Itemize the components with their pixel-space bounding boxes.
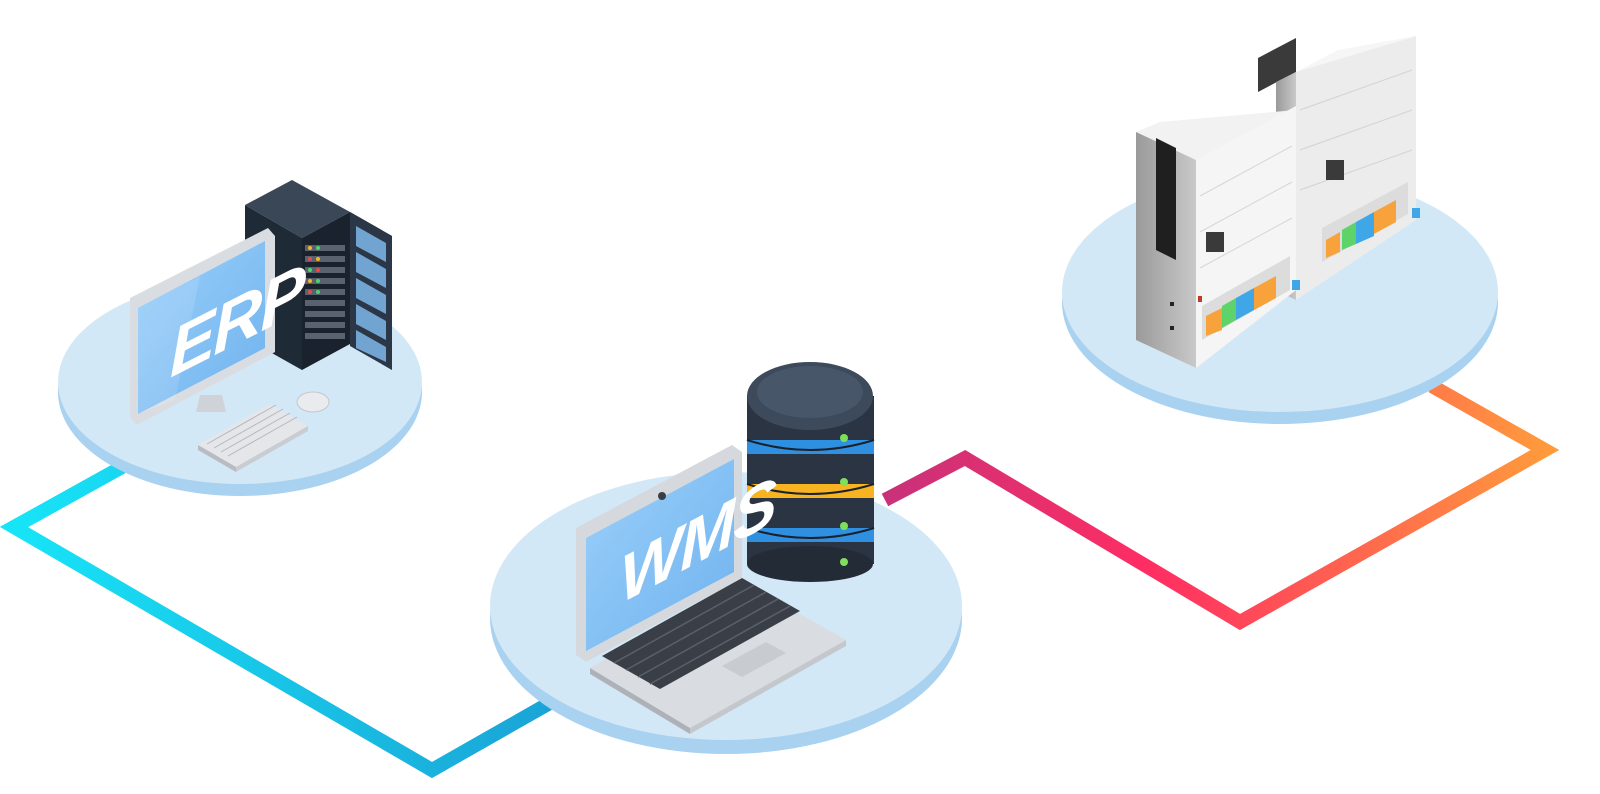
erp-node: ERP bbox=[58, 180, 422, 496]
keyboard-icon bbox=[198, 404, 308, 472]
vertical-lift-module-icon bbox=[1136, 36, 1420, 368]
connector-erp-to-wms bbox=[0, 460, 559, 779]
desktop-monitor-icon: ERP bbox=[130, 228, 307, 425]
vlm-node bbox=[1062, 36, 1498, 424]
database-icon bbox=[746, 362, 875, 582]
connector-wms-to-vlm bbox=[881, 379, 1560, 631]
mouse-icon bbox=[296, 391, 330, 413]
wms-node: WMS bbox=[490, 362, 962, 754]
laptop-icon: WMS bbox=[576, 445, 846, 734]
